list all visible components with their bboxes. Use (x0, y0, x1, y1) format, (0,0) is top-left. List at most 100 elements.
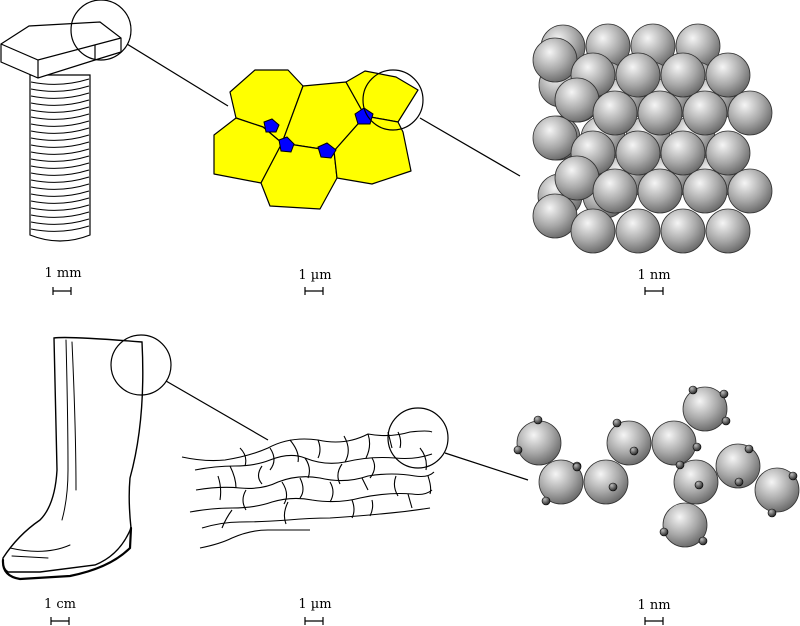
molecule-sphere (516, 420, 562, 466)
atom-sphere (682, 168, 728, 214)
fiber-zoom-circle (387, 407, 449, 469)
thread-line (30, 127, 90, 134)
molecule-sphere (682, 386, 728, 432)
molecule-particle (629, 446, 639, 456)
defect-marker (354, 107, 374, 125)
molecule-particle (692, 442, 702, 452)
molecule-particle (767, 508, 777, 518)
atom-sphere (727, 168, 773, 214)
thread-line (30, 120, 90, 127)
thread-line (30, 85, 90, 92)
atom-sphere (615, 52, 661, 98)
thread-line (30, 162, 90, 169)
molecule-sphere (715, 443, 761, 489)
thread-line (30, 113, 90, 120)
thread-line (30, 225, 90, 232)
atom-sphere (637, 90, 683, 136)
scale-label-molecules: 1 nm (637, 598, 670, 613)
molecule-sphere (651, 420, 697, 466)
thread-line (30, 204, 90, 211)
thread-line (30, 183, 90, 190)
molecule-sphere (662, 502, 708, 548)
molecule-particle (694, 480, 704, 490)
defect-marker (263, 118, 280, 133)
defect-marker (317, 142, 337, 159)
atom-sphere (532, 115, 578, 161)
atom-sphere (592, 90, 638, 136)
molecule-particle (659, 527, 669, 537)
atom-sphere (660, 52, 706, 98)
scale-bar-bolt: 1 mm (44, 266, 82, 295)
scale-bar-molecules: 1 nm (637, 598, 671, 625)
atom-sphere (727, 90, 773, 136)
atom-sphere (554, 155, 600, 201)
molecule-sphere (754, 467, 800, 513)
thread-line (30, 218, 90, 225)
molecule-particle (513, 445, 523, 455)
boot-zoom-circle (110, 334, 172, 396)
thread-line (30, 141, 90, 148)
atom-sphere (660, 208, 706, 254)
molecule-particle (675, 460, 685, 470)
molecule-particle (572, 462, 582, 472)
thread-line (30, 190, 90, 197)
thread-line (30, 99, 90, 106)
atom-sphere (682, 90, 728, 136)
molecule-particle (734, 477, 744, 487)
scale-label-fibers: 1 µm (298, 597, 331, 612)
molecule-particle (698, 536, 708, 546)
bolt-threads (30, 78, 90, 232)
thread-line (30, 92, 90, 99)
molecule-particle (541, 496, 551, 506)
thread-line (30, 148, 90, 155)
thread-line (30, 155, 90, 162)
thread-line (30, 211, 90, 218)
thread-line (30, 134, 90, 141)
fiber-zoom-line (444, 452, 529, 481)
molecule-particle (612, 418, 622, 428)
molecule-sphere (538, 459, 584, 505)
molecule-particle (721, 416, 731, 426)
molecule-cluster (513, 385, 800, 548)
atom-sphere (532, 37, 578, 83)
atom-sphere (660, 130, 706, 176)
grain-structure (213, 69, 419, 210)
bolt-zoom-line (126, 43, 229, 107)
thread-line (30, 176, 90, 183)
fiber-network (181, 430, 435, 549)
atom-sphere (570, 208, 616, 254)
atom-sphere (615, 130, 661, 176)
scale-label-grains: 1 µm (298, 268, 331, 283)
grain-zoom-circle (362, 69, 424, 131)
atom-sphere (637, 168, 683, 214)
scale-bar-grains: 1 µm (298, 268, 332, 295)
scale-bar-atoms: 1 nm (637, 268, 671, 295)
molecule-particle (688, 385, 698, 395)
molecule-particle (608, 482, 618, 492)
thread-line (30, 106, 90, 113)
boot-illustration (1, 336, 144, 581)
grain-defects (263, 107, 374, 159)
scale-label-bolt: 1 mm (44, 266, 81, 281)
atom-sphere (592, 168, 638, 214)
atom-sphere (554, 77, 600, 123)
scale-bar-fibers: 1 µm (298, 597, 332, 625)
boot-zoom-line (165, 380, 269, 441)
thread-line (30, 78, 90, 85)
atom-sphere (532, 193, 578, 239)
scale-label-atoms: 1 nm (637, 268, 670, 283)
molecule-sphere (606, 420, 652, 466)
molecule-particle (719, 389, 729, 399)
molecule-particle (744, 444, 754, 454)
scale-bar-boot: 1 cm (44, 597, 76, 625)
bolt-zoom-circle (70, 0, 132, 61)
atom-sphere (705, 130, 751, 176)
atom-lattice (532, 23, 773, 254)
grain-zoom-line (419, 117, 521, 177)
atom-sphere (705, 52, 751, 98)
molecule-sphere (583, 459, 629, 505)
bolt-illustration (0, 21, 122, 242)
molecule-particle (788, 471, 798, 481)
molecule-particle (533, 415, 543, 425)
atom-sphere (705, 208, 751, 254)
